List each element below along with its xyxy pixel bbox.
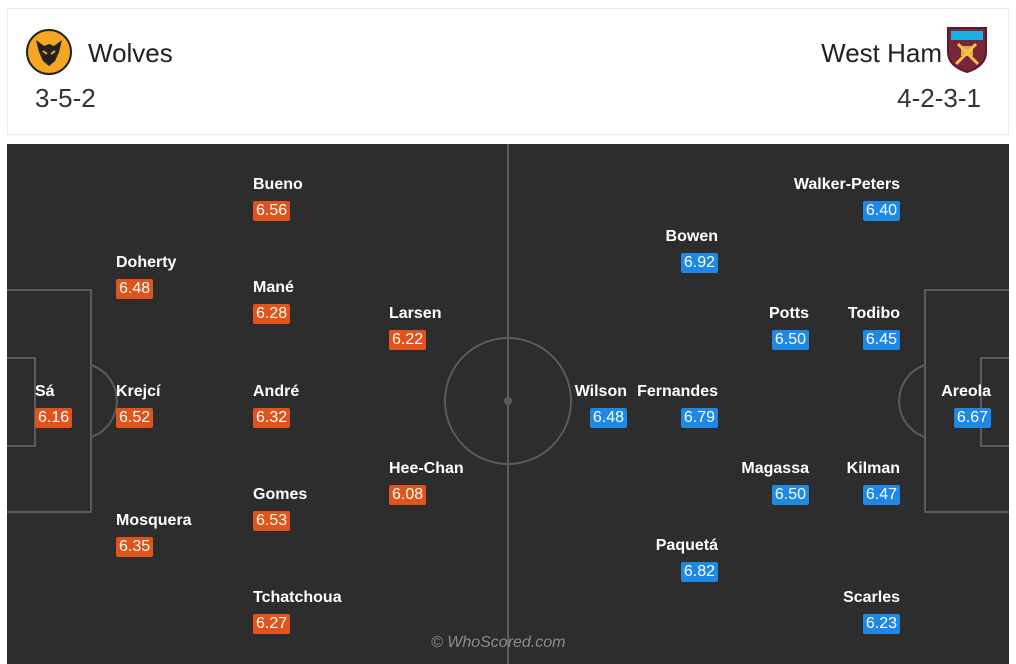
player-name: Doherty [116, 254, 177, 271]
player-rating: 6.23 [862, 614, 900, 634]
player-tchatchoua[interactable]: Tchatchoua 6.27 [253, 588, 453, 634]
player-andre[interactable]: André 6.32 [253, 382, 453, 428]
player-walker-peters[interactable]: Walker-Peters 6.40 [700, 175, 900, 221]
player-name: Paquetá [655, 537, 718, 554]
away-formation: 4-2-3-1 [897, 83, 981, 113]
player-potts[interactable]: Potts 6.50 [609, 304, 809, 350]
player-doherty[interactable]: Doherty 6.48 [116, 253, 316, 299]
player-name: Hee-Chan [389, 460, 464, 477]
player-rating: 6.27 [253, 614, 291, 634]
player-name: Mané [253, 279, 294, 296]
player-rating: 6.52 [116, 408, 154, 428]
player-name: Bowen [665, 228, 718, 245]
player-name: Tchatchoua [253, 589, 342, 606]
player-name: Magassa [741, 460, 809, 477]
player-krejci[interactable]: Krejcí 6.52 [116, 382, 316, 428]
player-mosquera[interactable]: Mosquera 6.35 [116, 511, 316, 557]
west-ham-crest-icon[interactable] [946, 26, 988, 74]
player-name: Bueno [253, 176, 303, 193]
pitch-markings [7, 144, 1009, 664]
player-rating: 6.48 [116, 279, 154, 299]
player-name: Scarles [843, 589, 900, 606]
player-wilson[interactable]: Wilson 6.48 [427, 382, 627, 428]
player-rating: 6.08 [389, 485, 427, 505]
player-name: Fernandes [637, 383, 718, 400]
player-name: Wilson [574, 383, 627, 400]
player-name: Mosquera [116, 512, 192, 529]
player-todibo[interactable]: Todibo 6.45 [700, 304, 900, 350]
player-kilman[interactable]: Kilman 6.47 [700, 459, 900, 505]
player-rating: 6.48 [589, 408, 627, 428]
player-paqueta[interactable]: Paquetá 6.82 [518, 536, 718, 582]
player-rating: 6.82 [680, 562, 718, 582]
player-rating: 6.22 [389, 330, 427, 350]
player-name: Areola [941, 383, 991, 400]
player-rating: 6.79 [680, 408, 718, 428]
player-larsen[interactable]: Larsen 6.22 [389, 304, 589, 350]
player-scarles[interactable]: Scarles 6.23 [700, 588, 900, 634]
home-team-name[interactable]: Wolves [88, 38, 173, 68]
player-name: Krejcí [116, 383, 161, 400]
player-rating: 6.28 [253, 304, 291, 324]
player-name: Todibo [847, 305, 900, 322]
player-rating: 6.32 [253, 408, 291, 428]
player-magassa[interactable]: Magassa 6.50 [609, 459, 809, 505]
player-sa[interactable]: Sá 6.16 [35, 382, 235, 428]
player-bueno[interactable]: Bueno 6.56 [253, 175, 453, 221]
pitch: Sá 6.16 Doherty 6.48 Krejcí 6.52 Mosquer… [7, 144, 1009, 664]
player-name: Potts [769, 305, 809, 322]
player-name: Larsen [389, 305, 442, 322]
player-bowen[interactable]: Bowen 6.92 [518, 227, 718, 273]
home-formation: 3-5-2 [35, 83, 96, 113]
player-rating: 6.45 [862, 330, 900, 350]
player-rating: 6.56 [253, 201, 291, 221]
player-rating: 6.47 [862, 485, 900, 505]
player-fernandes[interactable]: Fernandes 6.79 [518, 382, 718, 428]
player-rating: 6.50 [771, 330, 809, 350]
whoscored-watermark: © WhoScored.com [431, 634, 566, 651]
player-mane[interactable]: Mané 6.28 [253, 278, 453, 324]
player-gomes[interactable]: Gomes 6.53 [253, 485, 453, 531]
player-areola[interactable]: Areola 6.67 [791, 382, 991, 428]
away-team-name[interactable]: West Ham [821, 38, 942, 68]
player-rating: 6.35 [116, 537, 154, 557]
player-rating: 6.92 [680, 253, 718, 273]
player-name: Walker-Peters [793, 176, 900, 193]
player-hee-chan[interactable]: Hee-Chan 6.08 [389, 459, 589, 505]
player-name: Kilman [846, 460, 900, 477]
player-rating: 6.40 [862, 201, 900, 221]
player-rating: 6.16 [35, 408, 73, 428]
player-name: Gomes [253, 486, 308, 503]
match-header: Wolves 3-5-2 West Ham 4-2-3-1 [7, 8, 1009, 135]
player-name: Sá [35, 383, 55, 400]
player-rating: 6.67 [953, 408, 991, 428]
player-rating: 6.50 [771, 485, 809, 505]
player-name: André [253, 383, 300, 400]
wolves-crest-icon[interactable] [26, 29, 72, 75]
player-rating: 6.53 [253, 511, 291, 531]
